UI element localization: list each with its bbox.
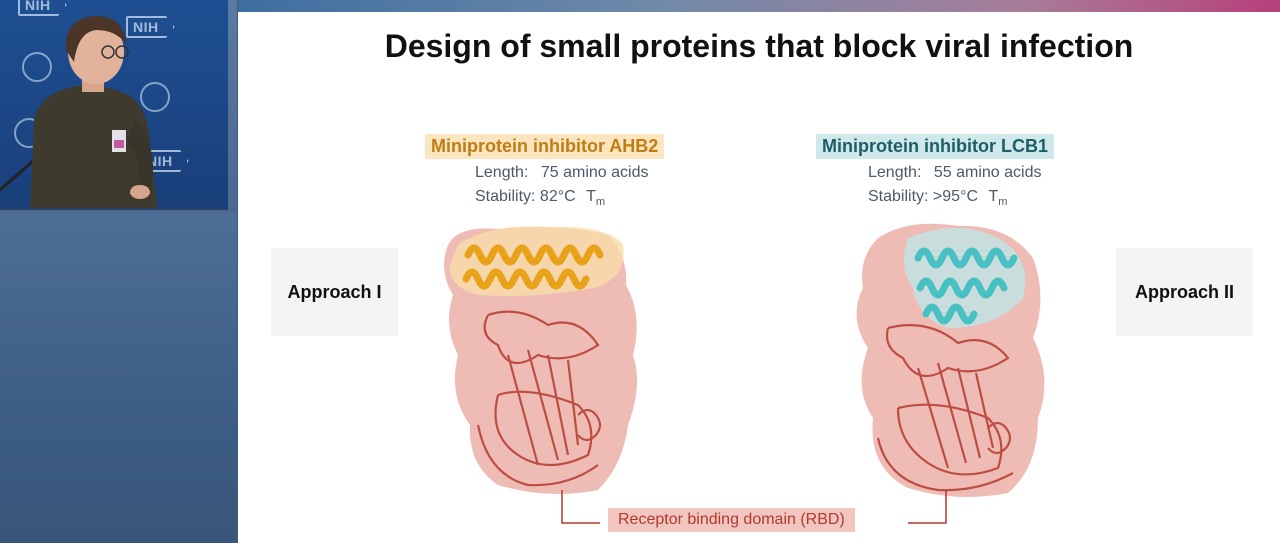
presenter-panel: NIH NIH NIH bbox=[0, 0, 237, 543]
ahb2-stability-key: Stability: bbox=[475, 188, 536, 205]
slide-title: Design of small proteins that block vira… bbox=[384, 28, 1134, 64]
approach-1-label: Approach I bbox=[271, 248, 398, 336]
slide-header-bar bbox=[238, 0, 1280, 12]
ahb2-rbd-structure-image bbox=[444, 226, 637, 494]
ahb2-tm: T bbox=[586, 188, 596, 205]
rbd-label: Receptor binding domain (RBD) bbox=[608, 508, 855, 532]
stage-background bbox=[0, 212, 237, 543]
hhs-seal-icon bbox=[140, 82, 170, 112]
presenter-video: NIH NIH NIH bbox=[0, 0, 228, 210]
lcb1-stability-value: >95°C bbox=[932, 188, 979, 205]
lcb1-length-value: 55 amino acids bbox=[933, 164, 1042, 181]
lcb1-tm: T bbox=[988, 188, 999, 205]
ahb2-tm-sub: m bbox=[595, 196, 606, 209]
lcb1-tm-sub: m bbox=[998, 196, 1008, 209]
lcb1-stability-key: Stability: bbox=[868, 188, 929, 205]
ahb2-length: Length: 75 amino acids bbox=[475, 164, 648, 182]
presentation-slide: Design of small proteins that block vira… bbox=[238, 0, 1280, 543]
nih-logo: NIH bbox=[126, 16, 175, 38]
approach-2-label: Approach II bbox=[1116, 248, 1253, 336]
ahb2-length-value: 75 amino acids bbox=[540, 164, 649, 181]
presenter-figure bbox=[0, 16, 158, 208]
lcb1-stability: Stability: >95°C Tm bbox=[868, 188, 1007, 208]
lcb1-title: Miniprotein inhibitor LCB1 bbox=[816, 134, 1054, 159]
ahb2-length-key: Length: bbox=[475, 164, 529, 181]
ahb2-stability: Stability: 82°C Tm bbox=[475, 188, 605, 208]
rbd-bracket bbox=[561, 490, 947, 524]
hhs-seal-icon bbox=[22, 52, 52, 82]
ahb2-title: Miniprotein inhibitor AHB2 bbox=[425, 134, 665, 159]
lcb1-length: Length: 55 amino acids bbox=[868, 164, 1041, 182]
lcb1-length-key: Length: bbox=[868, 164, 922, 181]
lcb1-rbd-structure-image bbox=[856, 223, 1045, 497]
ahb2-stability-value: 82°C bbox=[539, 188, 576, 205]
